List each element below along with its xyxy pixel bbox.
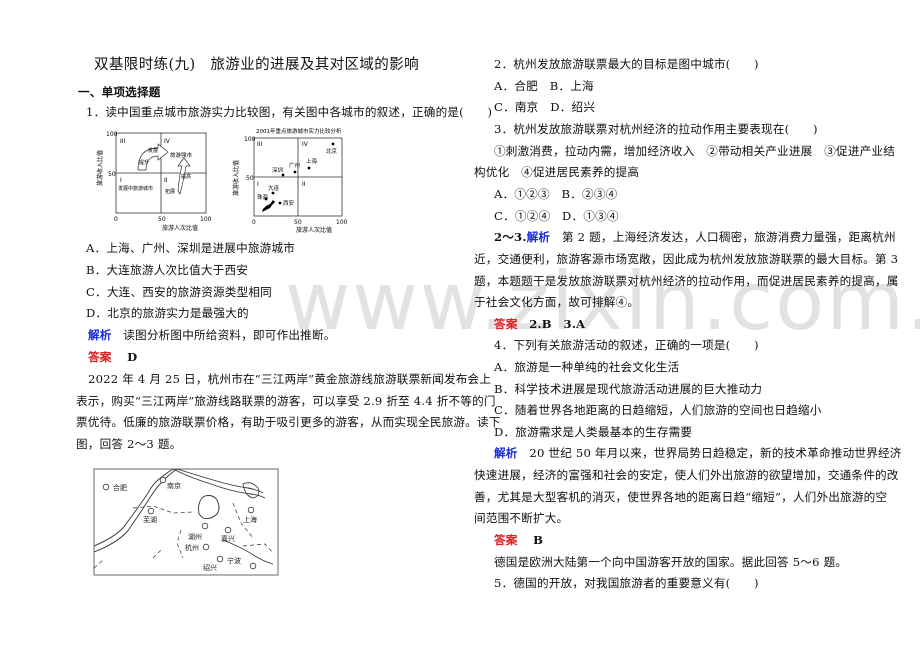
answer-label: 答案 — [494, 533, 518, 547]
hangzhou-region-map: 合肥 南京 芜湖 上海 湖州 嘉兴 杭州 宁波 绍兴 — [93, 468, 279, 576]
q4-option-b: B．科学技术进展是现代旅游活动进展的巨大推动力 — [494, 382, 763, 396]
answer-label: 答案 — [494, 317, 518, 331]
svg-text:嘉兴: 嘉兴 — [221, 534, 235, 543]
svg-text:广州: 广州 — [289, 161, 300, 169]
analysis-label: 解析 — [88, 328, 112, 342]
svg-text:50: 50 — [294, 219, 302, 226]
question-1-stem: 1．读中国重点城市旅游实力比较图，有关图中各城市的叙述，正确的是( ) — [86, 105, 493, 119]
svg-text:50: 50 — [246, 175, 254, 182]
svg-text:0: 0 — [252, 219, 256, 226]
q4-option-a: A．旅游是一种单纯的社会文化生活 — [494, 360, 680, 374]
question-2-stem: 2．杭州发放旅游联票最大的目标是图中城市( ) — [494, 57, 759, 71]
svg-text:深圳: 深圳 — [272, 166, 284, 174]
svg-text:北京: 北京 — [326, 147, 338, 155]
svg-text:发展: 发展 — [148, 147, 158, 154]
svg-text:II: II — [164, 177, 168, 184]
scatter-points: 北京 上海 广州 深圳 大连 珠海 西安 — [257, 142, 338, 212]
svg-text:50: 50 — [158, 216, 166, 223]
svg-text:旅游收入比值: 旅游收入比值 — [96, 150, 104, 186]
svg-text:旅游强市: 旅游强市 — [170, 151, 193, 159]
svg-text:III: III — [120, 138, 126, 145]
svg-text:IV: IV — [164, 138, 171, 145]
passage-line-4: 图，回答 2～3 题。 — [76, 437, 182, 451]
svg-text:西安: 西安 — [283, 199, 295, 207]
svg-text:珠海: 珠海 — [257, 193, 269, 201]
q1-analysis: 解析 读图分析图中所给资料，即可作出推断。 — [88, 328, 336, 342]
question-5-stem: 5．德国的开放，对我国旅游者的重要意义有( ) — [494, 576, 759, 590]
svg-text:I: I — [120, 177, 122, 184]
svg-text:合肥: 合肥 — [113, 483, 127, 492]
passage-line-3: 票优待。低廉的旅游联票价格，有助于吸引更多的游客，从而实现全民旅游。读下 — [76, 415, 501, 429]
svg-text:50: 50 — [108, 171, 116, 178]
analysis-2-3-line4: 于社会文化方面，故可排解④。 — [474, 295, 640, 309]
q3-items-line1: ①刺激消费，拉动内需，增加经济收入 ②带动相关产业进展 ③促进产业结 — [494, 144, 895, 158]
q1-option-c: C．大连、西安的旅游资源类型相同 — [86, 285, 272, 299]
q4-answer: 答案 B — [494, 533, 544, 547]
svg-text:100: 100 — [200, 216, 212, 223]
svg-text:南京: 南京 — [167, 481, 181, 490]
svg-text:旅游人次比值: 旅游人次比值 — [296, 226, 332, 234]
q1-answer: 答案 D — [88, 350, 138, 364]
svg-text:旅游收入比值: 旅游收入比值 — [232, 160, 240, 196]
svg-text:提升: 提升 — [139, 159, 149, 166]
q3-items-line2: 构优化 ④促进居民素养的提高 — [474, 165, 640, 179]
city-scatter-chart: 2001年重点旅游城市实力比较分析 100 50 0 50 100 旅游人次比值… — [232, 127, 348, 234]
svg-text:拓展: 拓展 — [165, 188, 175, 195]
q4-analysis-line4: 间范围不断扩大。 — [474, 511, 569, 525]
q4-analysis-line2: 快速进展，经济的富强和社会的安定，使人们外出旅游的欲望增加，交通条件的改 — [474, 468, 899, 482]
svg-text:IV: IV — [302, 141, 309, 148]
q1-option-a: A．上海、广州、深圳是进展中旅游城市 — [86, 241, 296, 255]
page-title: 双基限时练(九) 旅游业的进展及其对区域的影响 — [94, 57, 420, 73]
svg-text:II: II — [302, 181, 306, 188]
svg-text:100: 100 — [106, 131, 118, 138]
analysis-2-3-line3: 题，本题题干是发放旅游联票对杭州经济的拉动作用，而促进居民素养的提高，属 — [474, 274, 899, 288]
q4-option-c: C．随着世界各地距离的日趋缩短，人们旅游的空间也日趋缩小 — [494, 403, 822, 417]
q4-analysis-line3: 善，尤其是大型客机的消灭，使世界各地的距离日趋“缩短”，人们外出旅游的空 — [474, 490, 888, 504]
passage-line-1: 2022 年 4 月 25 日，杭州市在“三江两岸”黄金旅游线旅游联票新闻发布会… — [88, 372, 492, 386]
question-3-stem: 3．杭州发放旅游联票对杭州经济的拉动作用主要表现在( ) — [494, 122, 818, 136]
passage-line-2: 表示，购买“三江两岸”旅游线路联票的游客，可以享受 2.9 折至 4.4 折不等… — [76, 394, 496, 408]
svg-text:旅游人次比值: 旅游人次比值 — [162, 224, 198, 232]
svg-text:绍兴: 绍兴 — [203, 563, 217, 572]
svg-text:杭州: 杭州 — [185, 543, 199, 552]
q1-option-d: D．北京的旅游实力是最强大的 — [86, 306, 249, 320]
q4-option-d: D．旅游需求是人类最基本的生存需要 — [494, 425, 693, 439]
svg-text:发展中旅游城市: 发展中旅游城市 — [118, 185, 153, 192]
svg-text:100: 100 — [336, 219, 348, 226]
analysis-label: 解析 — [494, 446, 518, 460]
analysis-2-3-line1: 2～3.解析 第 2 题，上海经济发达，人口稠密，旅游消费力量强，距离杭州 — [494, 230, 896, 244]
answer-2-3: 答案 2.B 3.A — [494, 317, 586, 331]
analysis-2-3-line2: 近，交通便利，旅游客源市场宽敞，因此成为杭州发放旅游联票的最大目标。第 3 — [474, 252, 899, 266]
question-4-stem: 4．下列有关旅游活动的叙述，正确的一项是( ) — [494, 338, 759, 352]
q2-options-row1: A．合肥 B．上海 — [494, 79, 594, 93]
svg-text:上海: 上海 — [243, 515, 257, 524]
q3-options-row1: A．①②③ B．②③④ — [494, 187, 618, 201]
svg-text:大连: 大连 — [268, 184, 280, 192]
svg-text:上海: 上海 — [306, 157, 318, 165]
q3-options-row2: C．①②④ D．①③④ — [494, 209, 619, 223]
svg-text:芜湖: 芜湖 — [143, 515, 157, 524]
q4-analysis-line1: 解析 20 世纪 50 年月以来，世界局势日趋稳定，新的技术革命推动世界经济 — [494, 446, 902, 460]
chart-title: 2001年重点旅游城市实力比较分析 — [256, 127, 342, 135]
concept-quadrant-figure: 100 50 0 50 100 旅游人次比值 旅游收入比值 III IV I I… — [96, 131, 212, 232]
svg-text:I: I — [257, 181, 259, 188]
svg-text:提高: 提高 — [181, 173, 191, 180]
svg-text:100: 100 — [244, 136, 256, 143]
q1-option-b: B．大连旅游人次比值大于西安 — [86, 263, 249, 277]
svg-text:宁波: 宁波 — [227, 556, 241, 565]
svg-text:III: III — [257, 141, 263, 148]
q2-options-row2: C．南京 D．绍兴 — [494, 100, 596, 114]
analysis-label: 解析 — [526, 230, 551, 244]
answer-label: 答案 — [88, 350, 112, 364]
section-heading: 一、单项选择题 — [78, 85, 161, 99]
svg-text:0: 0 — [114, 216, 118, 223]
svg-text:湖州: 湖州 — [188, 532, 202, 541]
passage-5-6: 德国是欧洲大陆第一个向中国游客开放的国家。据此回答 5～6 题。 — [494, 555, 848, 569]
